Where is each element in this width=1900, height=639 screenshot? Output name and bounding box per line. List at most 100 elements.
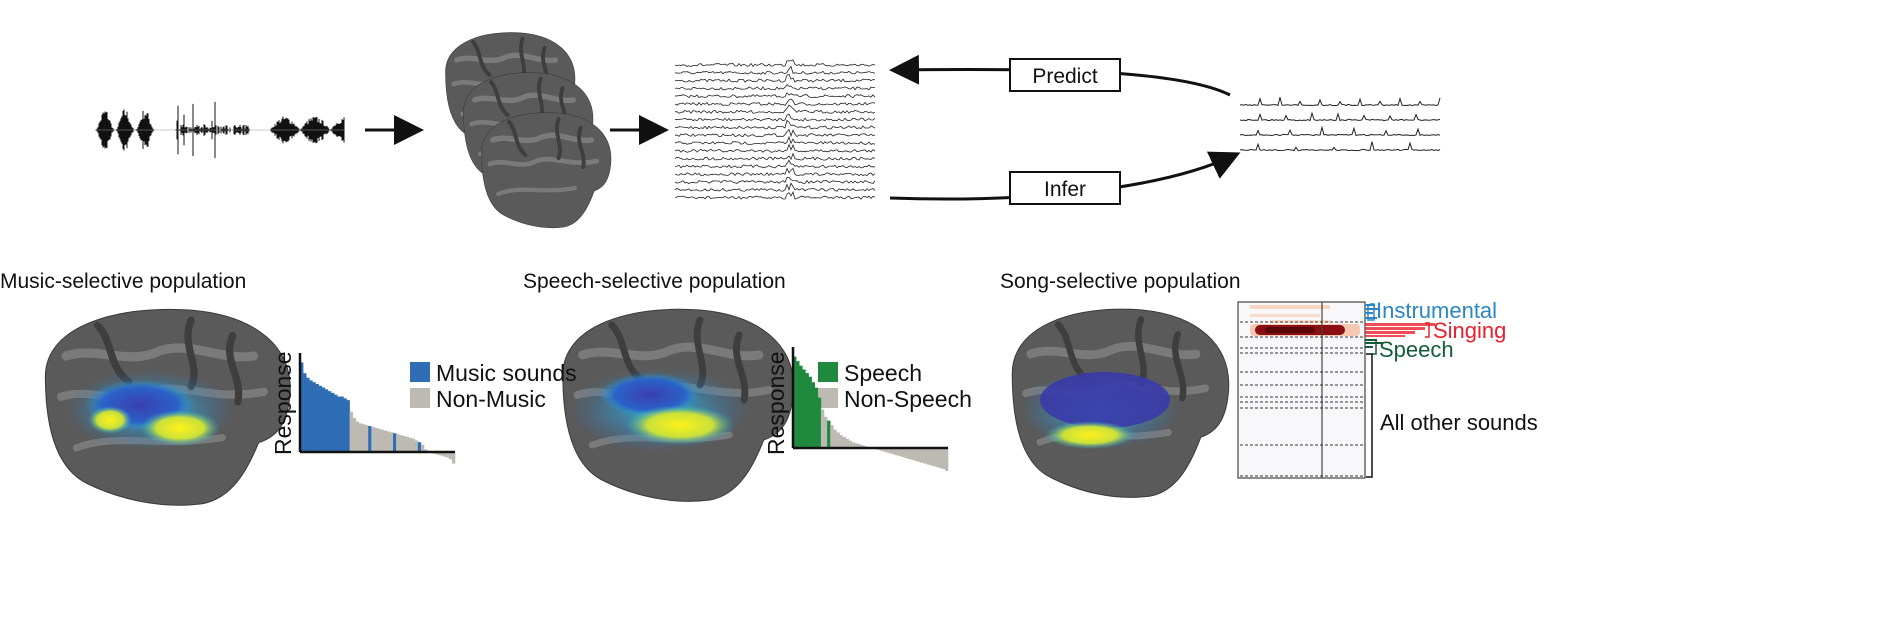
bracket-other: [1366, 353, 1373, 478]
bar: [411, 438, 415, 452]
brain-image: [482, 113, 611, 228]
trace-line: [674, 182, 876, 192]
brain-stack: [446, 33, 611, 228]
singing-bars: [1365, 323, 1435, 337]
legend-swatch-nonmusic: [410, 388, 430, 408]
trace-line: [674, 143, 876, 153]
sound-waveform: [95, 101, 345, 159]
bar: [944, 448, 949, 471]
bar: [938, 448, 943, 469]
bar: [352, 418, 357, 452]
bar: [920, 448, 924, 463]
bar: [377, 428, 381, 452]
bar: [371, 426, 375, 452]
legend-swatch-music: [410, 362, 430, 382]
trace-line: [674, 176, 876, 184]
bar: [424, 449, 428, 452]
bar: [312, 382, 316, 452]
bar: [845, 438, 850, 448]
trace-line: [674, 84, 876, 91]
bar: [386, 431, 391, 452]
bar: [898, 448, 902, 457]
bar: [913, 448, 918, 461]
bar: [935, 448, 939, 468]
bar: [793, 356, 797, 448]
bar: [855, 443, 859, 448]
bar: [796, 361, 800, 448]
bar: [932, 448, 936, 467]
bar: [358, 423, 363, 452]
trace-line: [674, 191, 876, 200]
bar: [858, 444, 862, 448]
bar: [300, 362, 304, 452]
bar: [436, 452, 440, 455]
bar: [929, 448, 933, 466]
bar: [318, 385, 322, 452]
bar: [839, 435, 843, 448]
speech-brain-map: [563, 309, 794, 501]
speech-response-chart: Response Speech Non-Speech: [763, 347, 972, 471]
bar: [383, 430, 388, 452]
legend-swatch-speech: [818, 362, 838, 382]
bar: [346, 400, 350, 452]
bar: [445, 452, 450, 458]
music-response-chart: Response Music sounds Non-Music: [270, 351, 577, 464]
bar: [399, 435, 403, 452]
bar: [362, 424, 366, 452]
bar: [349, 411, 353, 452]
bar: [408, 437, 412, 452]
bar: [851, 442, 856, 448]
bar: [802, 369, 806, 448]
bar: [396, 434, 400, 452]
label-singing: Singing: [1433, 318, 1506, 343]
trace-line: [674, 59, 876, 68]
bar: [414, 440, 419, 452]
bar: [331, 392, 335, 452]
bar: [836, 432, 840, 448]
bar: [895, 448, 899, 456]
y-axis-label: Response: [763, 351, 789, 455]
bar: [848, 440, 853, 448]
music-brain-map: [45, 309, 290, 505]
trace-line: [675, 128, 876, 138]
bar: [448, 452, 453, 460]
bar: [917, 448, 921, 462]
infer-box: Infer: [1009, 171, 1121, 205]
bar: [824, 416, 828, 448]
bar: [892, 448, 896, 455]
bar: [830, 425, 834, 448]
trace-line: [674, 167, 876, 177]
predict-box: Predict: [1009, 58, 1121, 92]
component-line: [1239, 111, 1441, 122]
bar: [309, 380, 313, 452]
bar: [886, 448, 890, 453]
trace-line: [674, 135, 876, 145]
bar: [820, 409, 825, 448]
bar: [380, 429, 384, 452]
panel-title-song: Song-selective population: [1000, 270, 1241, 293]
label-all-other: All other sounds: [1380, 410, 1538, 435]
bar: [861, 445, 865, 448]
panel-title-speech: Speech-selective population: [523, 270, 786, 293]
bar: [842, 437, 846, 448]
bar: [910, 448, 915, 460]
infer-label: Infer: [1044, 178, 1086, 201]
bar: [833, 429, 837, 448]
bar: [306, 377, 310, 452]
bar: [817, 397, 822, 448]
bar: [442, 452, 446, 457]
bar: [907, 448, 912, 459]
legend-swatch-nonspeech: [818, 388, 838, 408]
bar: [327, 391, 332, 452]
bar: [334, 394, 338, 452]
trace-line: [674, 159, 876, 169]
neural-recordings: [674, 59, 876, 200]
bar: [901, 448, 905, 458]
bar: [417, 442, 422, 452]
predict-label: Predict: [1032, 65, 1098, 88]
trace-line: [674, 119, 876, 130]
bar: [393, 433, 397, 452]
bar: [941, 448, 946, 469]
bar: [420, 444, 425, 452]
